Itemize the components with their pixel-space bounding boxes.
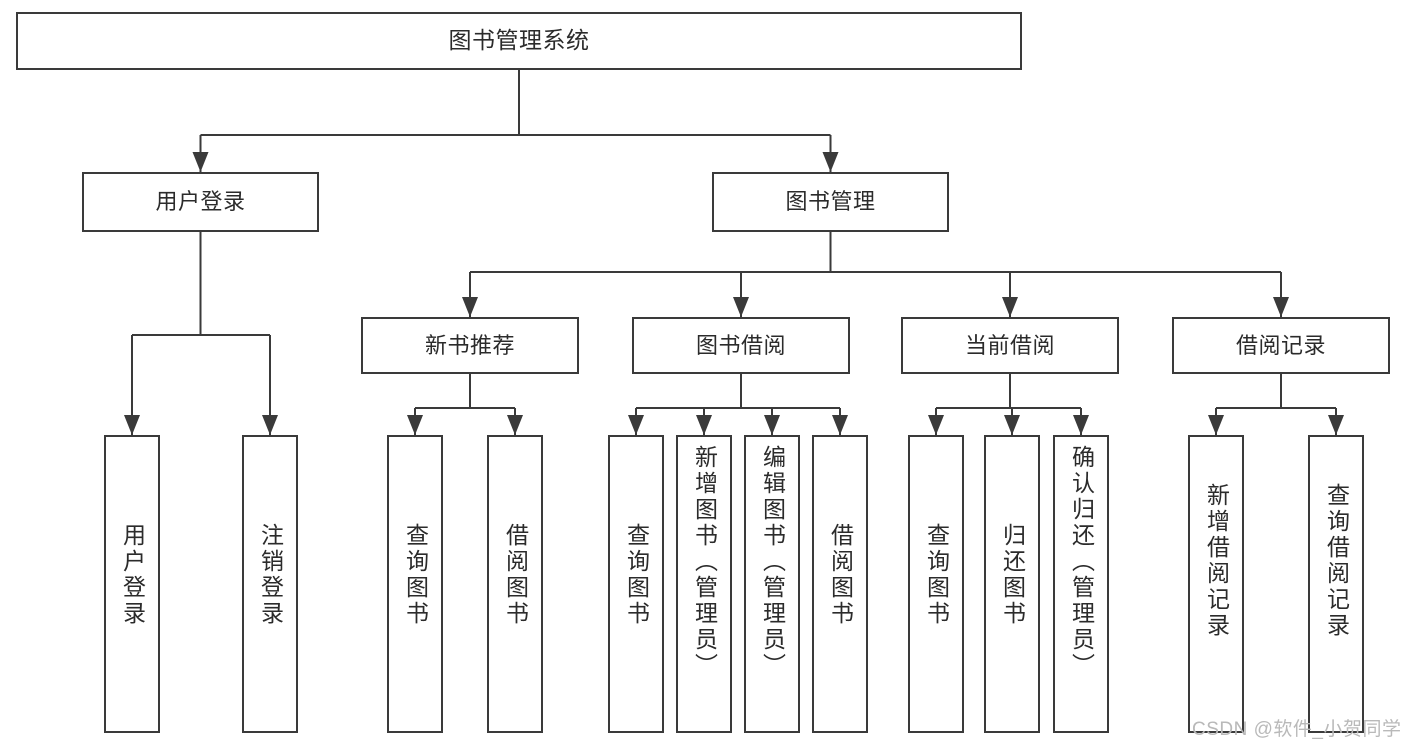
node-leaf-rec-add[interactable]: 新增借阅记录 bbox=[1188, 435, 1244, 733]
node-leaf-cur-return[interactable]: 归还图书 bbox=[984, 435, 1040, 733]
node-bookmgmt[interactable]: 图书管理 bbox=[712, 172, 949, 232]
node-label: 查询图书 bbox=[402, 523, 429, 627]
node-label: 借阅记录 bbox=[1235, 332, 1326, 358]
node-current[interactable]: 当前借阅 bbox=[901, 317, 1119, 374]
node-label: 借阅图书 bbox=[502, 523, 529, 627]
node-label: 归还图书 bbox=[999, 523, 1026, 627]
node-label: 用户登录 bbox=[119, 523, 146, 627]
node-leaf-nb-query[interactable]: 查询图书 bbox=[387, 435, 443, 733]
node-label: 查询借阅记录 bbox=[1323, 483, 1350, 639]
node-label: 编辑图书（管理员） bbox=[759, 445, 786, 679]
node-label: 新书推荐 bbox=[424, 332, 515, 358]
node-leaf-bw-query[interactable]: 查询图书 bbox=[608, 435, 664, 733]
node-leaf-user-login[interactable]: 用户登录 bbox=[104, 435, 160, 733]
node-leaf-bw-add[interactable]: 新增图书（管理员） bbox=[676, 435, 732, 733]
node-label: 图书管理 bbox=[785, 189, 876, 215]
node-login[interactable]: 用户登录 bbox=[82, 172, 319, 232]
node-label: 新增图书（管理员） bbox=[691, 445, 718, 679]
node-label: 新增借阅记录 bbox=[1203, 483, 1230, 639]
node-label: 当前借阅 bbox=[964, 332, 1055, 358]
node-label: 借阅图书 bbox=[827, 523, 854, 627]
node-label: 查询图书 bbox=[923, 523, 950, 627]
node-leaf-user-logout[interactable]: 注销登录 bbox=[242, 435, 298, 733]
node-leaf-bw-borrow[interactable]: 借阅图书 bbox=[812, 435, 868, 733]
node-leaf-bw-edit[interactable]: 编辑图书（管理员） bbox=[744, 435, 800, 733]
node-label: 查询图书 bbox=[623, 523, 650, 627]
node-leaf-rec-query[interactable]: 查询借阅记录 bbox=[1308, 435, 1364, 733]
node-newbook[interactable]: 新书推荐 bbox=[361, 317, 579, 374]
node-label: 用户登录 bbox=[155, 189, 246, 215]
node-label: 注销登录 bbox=[257, 523, 284, 627]
node-label: 图书管理系统 bbox=[448, 27, 590, 54]
node-leaf-cur-query[interactable]: 查询图书 bbox=[908, 435, 964, 733]
node-leaf-cur-confirm[interactable]: 确认归还（管理员） bbox=[1053, 435, 1109, 733]
node-label: 确认归还（管理员） bbox=[1068, 445, 1095, 679]
node-leaf-nb-borrow[interactable]: 借阅图书 bbox=[487, 435, 543, 733]
node-root[interactable]: 图书管理系统 bbox=[16, 12, 1022, 70]
node-borrow[interactable]: 图书借阅 bbox=[632, 317, 850, 374]
watermark: CSDN @软件_小贺同学 bbox=[1192, 719, 1402, 740]
node-records[interactable]: 借阅记录 bbox=[1172, 317, 1390, 374]
node-label: 图书借阅 bbox=[695, 332, 786, 358]
